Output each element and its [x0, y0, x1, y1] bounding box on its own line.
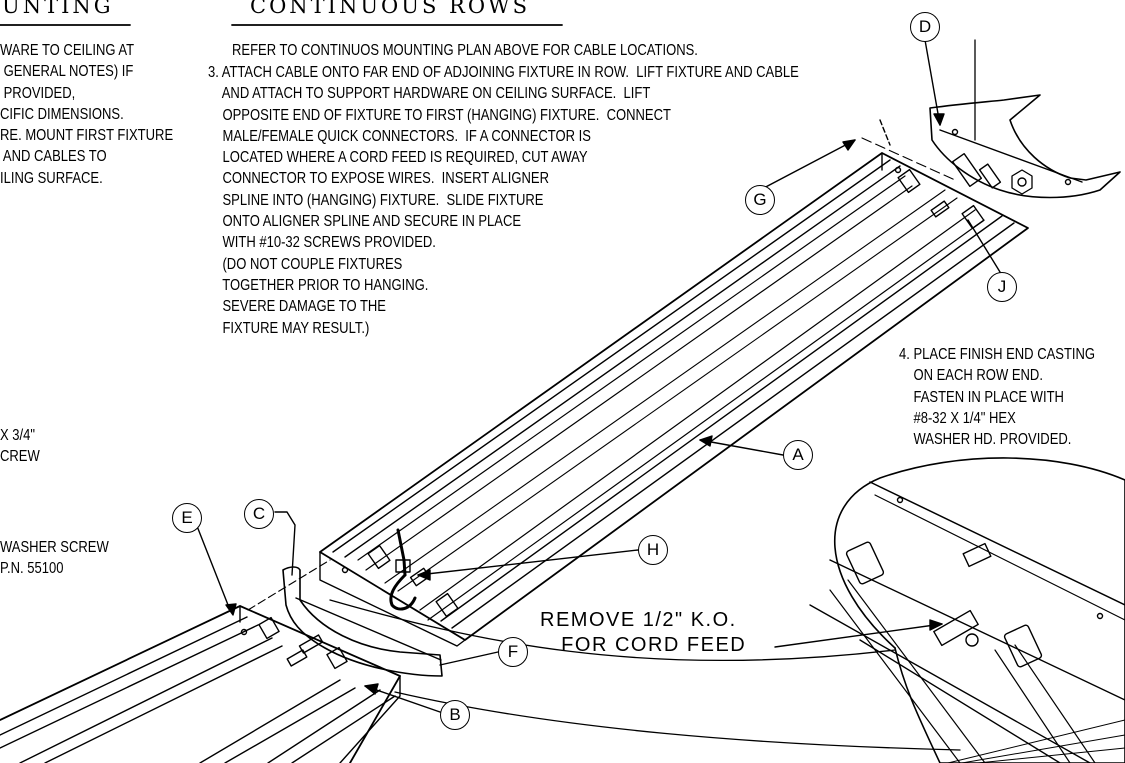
fixture-b — [0, 559, 401, 763]
note-left-screw: X 3/4" CREW — [0, 427, 40, 466]
end-cap-d — [929, 39, 1121, 199]
note-step-3: 3. ATTACH CABLE ONTO FAR END OF ADJOININ… — [208, 64, 799, 337]
note-step-4: 4. PLACE FINISH END CASTING ON EACH ROW … — [899, 346, 1096, 449]
spline-dashed — [861, 137, 956, 181]
bubble-f: F — [498, 637, 528, 667]
screw-dashed — [879, 119, 891, 146]
fixture-a — [319, 152, 1029, 647]
arrow-g — [842, 139, 856, 151]
leader-h — [417, 549, 639, 576]
leader-d — [924, 39, 941, 126]
bubble-e: E — [172, 503, 202, 533]
bubble-b: B — [440, 700, 470, 730]
note-refer-plan: REFER TO CONTINUOS MOUNTING PLAN ABOVE F… — [232, 42, 698, 59]
leader-cord-feed — [774, 623, 943, 648]
end-cap-f — [282, 566, 443, 677]
note-left-mounting: WARE TO CEILING AT GENERAL NOTES) IF PRO… — [0, 42, 174, 187]
detail-hatch — [947, 719, 1125, 763]
heading-continuous-rows: CONTINUOUS ROWS — [250, 0, 531, 18]
bubble-a: A — [783, 440, 813, 470]
leader-j — [967, 219, 1001, 273]
bubble-d: D — [910, 12, 940, 42]
bubble-j: J — [987, 272, 1017, 302]
leader-g — [759, 139, 856, 191]
leader-b — [364, 685, 441, 713]
note-left-washer-screw: WASHER SCREW P.N. 55100 — [0, 539, 109, 578]
bubble-h: H — [638, 535, 668, 565]
bubble-g: G — [745, 185, 775, 215]
cord-feed — [389, 528, 431, 611]
leader-f — [439, 651, 499, 666]
detail-leader-upper — [329, 599, 896, 662]
detail-view — [809, 457, 1125, 763]
leader-c — [274, 511, 296, 576]
bubble-c: C — [244, 499, 274, 529]
callout-remove-ko: REMOVE 1/2" K.O. FOR CORD FEED — [540, 609, 747, 656]
detail-leader-lower — [394, 691, 961, 751]
heading-mounting: UNTING — [2, 0, 114, 18]
leader-a — [699, 439, 784, 456]
leader-e — [194, 520, 231, 611]
